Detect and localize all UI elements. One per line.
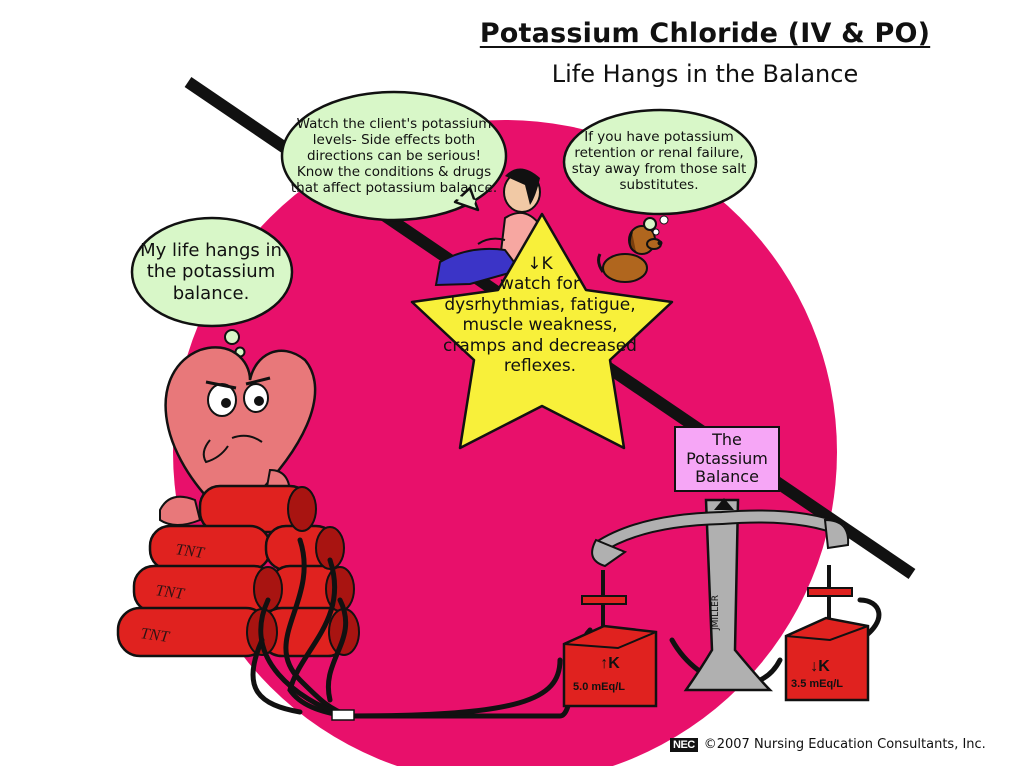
detonator-left bbox=[562, 570, 658, 708]
right-box-arrow-label: ↓K bbox=[810, 658, 830, 675]
nurse-bubble-shape bbox=[280, 90, 508, 222]
dog-figure bbox=[597, 215, 669, 283]
dog-bubble-shape bbox=[562, 108, 758, 231]
copyright: NEC ©2007 Nursing Education Consultants,… bbox=[670, 737, 1000, 752]
wire-connector bbox=[331, 709, 355, 721]
left-box-arrow-label: ↑K bbox=[600, 655, 620, 672]
detonator-right bbox=[784, 565, 870, 702]
tnt-label: TNT bbox=[174, 541, 206, 562]
nurse-figure bbox=[434, 168, 541, 287]
nec-logo: NEC bbox=[670, 737, 698, 752]
tnt-label: TNT bbox=[139, 625, 171, 646]
star-text: ↓K watch for dysrhythmias, fatigue, musc… bbox=[440, 254, 640, 376]
dog-thought-bubble-text: If you have potassium retention or renal… bbox=[571, 129, 747, 193]
balance-label: The Potassium Balance bbox=[674, 426, 780, 492]
balance-scale: JMILLER bbox=[591, 498, 850, 692]
right-box-value: 3.5 mEq/L bbox=[791, 678, 843, 690]
left-box-value: 5.0 mEq/L bbox=[573, 681, 625, 693]
page-title: Potassium Chloride (IV & PO) bbox=[479, 18, 931, 49]
copyright-text: ©2007 Nursing Education Consultants, Inc… bbox=[703, 737, 986, 752]
page-subtitle: Life Hangs in the Balance bbox=[551, 60, 859, 88]
star-shape bbox=[410, 212, 674, 450]
nurse-speech-bubble-text: Watch the client's potassium levels- Sid… bbox=[290, 116, 498, 196]
artist-signature: JMILLER bbox=[711, 595, 721, 631]
dynamite-stack: TNT TNT TNT bbox=[116, 484, 360, 658]
heart-bubble-shape bbox=[130, 216, 294, 358]
heart-character bbox=[159, 346, 317, 526]
heart-thought-bubble-text: My life hangs in the potassium balance. bbox=[140, 240, 282, 304]
star-body: watch for dysrhythmias, fatigue, muscle … bbox=[443, 274, 637, 376]
star-arrow-label: ↓K bbox=[527, 254, 553, 274]
tnt-label: TNT bbox=[154, 582, 186, 603]
